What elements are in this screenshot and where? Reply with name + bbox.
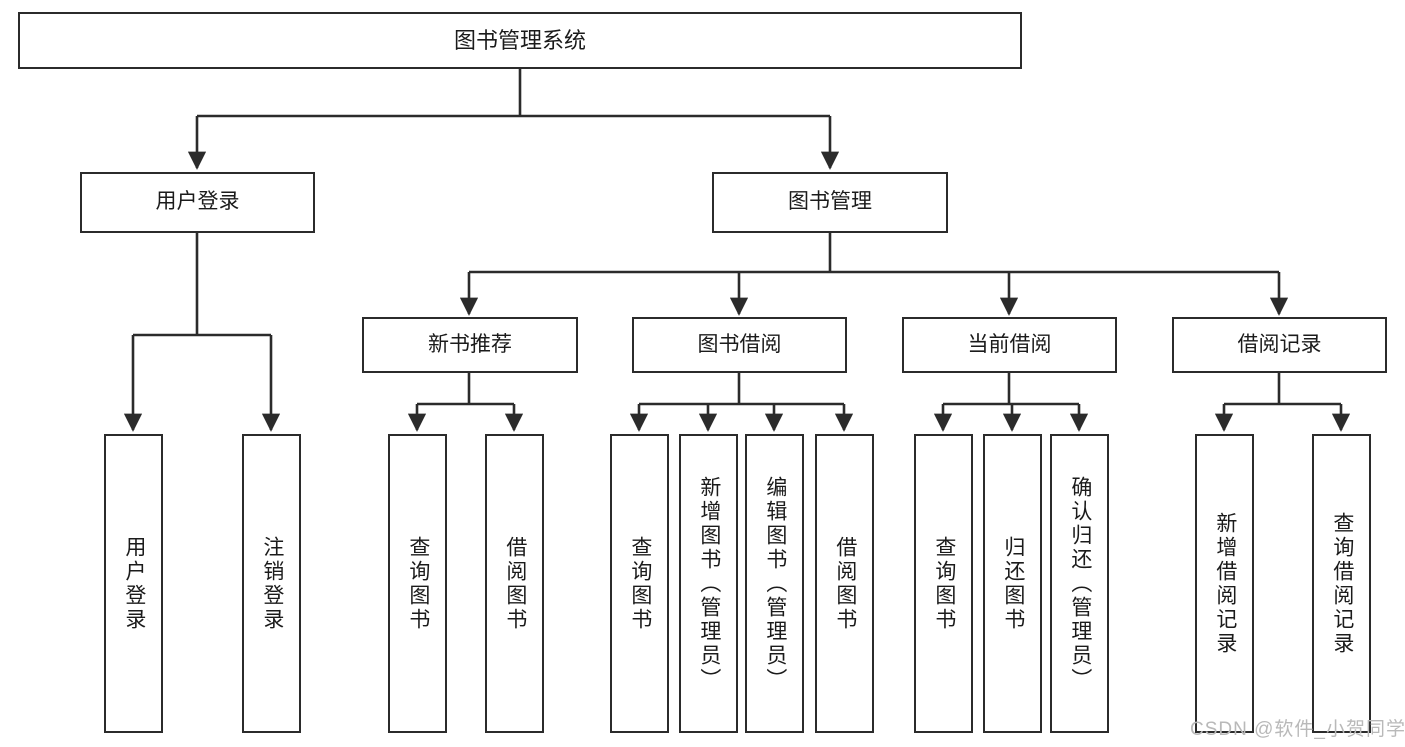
node-book-manage[interactable]: 图书管理 (712, 172, 948, 233)
node-leaf-query-book-1-label: 查询图书 (406, 535, 430, 632)
node-leaf-add-book-label: 新增图书（管理员） (697, 475, 721, 692)
node-current-borrow[interactable]: 当前借阅 (902, 317, 1117, 373)
node-leaf-query-book-3[interactable]: 查询图书 (914, 434, 973, 733)
node-root-label: 图书管理系统 (453, 27, 586, 53)
node-leaf-add-book[interactable]: 新增图书（管理员） (679, 434, 738, 733)
node-book-borrow[interactable]: 图书借阅 (632, 317, 847, 373)
node-leaf-borrow-book-2[interactable]: 借阅图书 (815, 434, 874, 733)
csdn-watermark: CSDN @软件_小贺同学 (1190, 719, 1405, 740)
node-leaf-borrow-book-1-label: 借阅图书 (503, 535, 527, 632)
node-borrow-record[interactable]: 借阅记录 (1172, 317, 1387, 373)
node-leaf-add-record-label: 新增借阅记录 (1213, 511, 1237, 656)
node-root[interactable]: 图书管理系统 (18, 12, 1022, 69)
node-new-book-recommend[interactable]: 新书推荐 (362, 317, 578, 373)
node-leaf-user-logout-label: 注销登录 (260, 535, 284, 632)
node-borrow-record-label: 借阅记录 (1237, 332, 1322, 356)
node-book-manage-label: 图书管理 (788, 190, 872, 214)
node-leaf-borrow-book-2-label: 借阅图书 (833, 535, 857, 632)
node-leaf-user-login-label: 用户登录 (122, 535, 146, 632)
node-user-login-label: 用户登录 (155, 190, 240, 214)
node-leaf-query-book-3-label: 查询图书 (932, 535, 956, 632)
node-leaf-query-book-1[interactable]: 查询图书 (388, 434, 447, 733)
node-book-borrow-label: 图书借阅 (697, 332, 782, 356)
node-leaf-edit-book[interactable]: 编辑图书（管理员） (745, 434, 804, 733)
node-leaf-edit-book-label: 编辑图书（管理员） (763, 475, 787, 692)
node-leaf-user-logout[interactable]: 注销登录 (242, 434, 301, 733)
node-leaf-query-record[interactable]: 查询借阅记录 (1312, 434, 1371, 733)
node-leaf-query-record-label: 查询借阅记录 (1330, 511, 1354, 656)
node-leaf-confirm-return-label: 确认归还（管理员） (1068, 475, 1092, 692)
node-leaf-confirm-return[interactable]: 确认归还（管理员） (1050, 434, 1109, 733)
node-leaf-return-book[interactable]: 归还图书 (983, 434, 1042, 733)
node-leaf-query-book-2[interactable]: 查询图书 (610, 434, 669, 733)
node-current-borrow-label: 当前借阅 (967, 332, 1052, 356)
node-leaf-borrow-book-1[interactable]: 借阅图书 (485, 434, 544, 733)
node-leaf-user-login[interactable]: 用户登录 (104, 434, 163, 733)
node-user-login[interactable]: 用户登录 (80, 172, 315, 233)
node-leaf-return-book-label: 归还图书 (1001, 535, 1025, 632)
node-leaf-add-record[interactable]: 新增借阅记录 (1195, 434, 1254, 733)
node-leaf-query-book-2-label: 查询图书 (628, 535, 652, 632)
node-new-book-recommend-label: 新书推荐 (428, 332, 512, 356)
